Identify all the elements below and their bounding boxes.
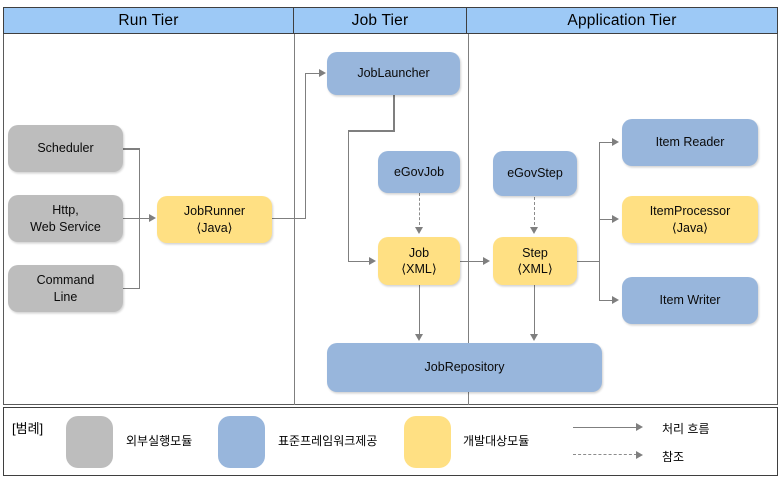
connector-scheduler-out: [123, 148, 140, 150]
node-jobrepository: JobRepository: [327, 343, 602, 392]
node-joblauncher: JobLauncher: [327, 52, 460, 95]
connector-to-itemprocessor: [599, 218, 613, 220]
connector-stepxml-repository: [533, 285, 535, 334]
tier-header-run-label: Run Tier: [118, 11, 179, 29]
legend-label-development-target: 개발대상모듈: [463, 434, 530, 448]
arrowhead-stepxml-repository: [530, 334, 538, 341]
node-item-processor: ItemProcessor ⟨Java⟩: [622, 196, 758, 243]
connector-joblauncher-vertical: [347, 130, 349, 261]
node-item-reader: Item Reader: [622, 119, 758, 166]
node-item-writer: Item Writer: [622, 277, 758, 324]
connector-to-itemwriter: [599, 299, 613, 301]
connector-jobrunner-up: [304, 73, 306, 219]
node-jobrunner: JobRunner ⟨Java⟩: [157, 196, 272, 243]
connector-into-jobxml: [348, 260, 370, 262]
node-command-line: Command Line: [8, 265, 123, 312]
tier-header-row: Run Tier Job Tier Application Tier: [3, 7, 778, 34]
legend-label-external-module: 외부실행모듈: [126, 434, 193, 448]
connector-commandline-out: [123, 287, 140, 289]
arrowhead-egovjob-jobxml: [415, 227, 423, 234]
legend-label-reference: 참조: [662, 450, 685, 464]
connector-jobxml-stepxml: [460, 260, 484, 262]
tier-header-job-label: Job Tier: [351, 11, 409, 29]
legend-swatch-development-target: [404, 416, 451, 468]
legend-dashed-arrow-line: [573, 454, 637, 455]
legend-label-process-flow: 처리 흐름: [662, 422, 710, 436]
legend-swatch-framework-provided: [218, 416, 265, 468]
connector-jobrunner-out: [272, 217, 306, 219]
arrowhead-into-stepxml: [483, 256, 490, 265]
arrowhead-into-jobrunner: [149, 213, 156, 222]
connector-branch-vertical: [598, 142, 600, 301]
arrowhead-into-itemprocessor: [612, 214, 619, 223]
node-scheduler: Scheduler: [8, 125, 123, 172]
legend-label-framework-provided: 표준프레임워크제공: [278, 434, 378, 448]
arrowhead-into-joblauncher: [319, 68, 326, 77]
legend-dashed-arrowhead: [636, 450, 643, 459]
connector-stepxml-out: [577, 260, 600, 262]
legend: [범례] 외부실행모듈 표준프레임워크제공 개발대상모듈 처리 흐름 참조: [3, 407, 778, 476]
connector-http-out: [123, 217, 150, 219]
divider-run-job: [294, 34, 295, 405]
tier-header-application: Application Tier: [466, 7, 778, 34]
legend-title: [범례]: [12, 421, 44, 436]
tier-header-run: Run Tier: [3, 7, 294, 34]
node-http-web-service: Http, Web Service: [8, 195, 123, 242]
arrowhead-egovstep-stepxml: [530, 227, 538, 234]
connector-to-joblauncher: [305, 72, 320, 74]
connector-to-itemreader: [599, 141, 613, 143]
node-egovstep: eGovStep: [493, 151, 577, 196]
connector-jobxml-repository: [418, 285, 420, 334]
arrowhead-into-jobxml: [369, 256, 376, 265]
arrowhead-into-itemreader: [612, 137, 619, 146]
tier-header-job: Job Tier: [292, 7, 468, 34]
arrowhead-jobxml-repository: [415, 334, 423, 341]
legend-solid-arrow-line: [573, 426, 637, 428]
node-job-xml: Job ⟨XML⟩: [378, 237, 460, 285]
connector-joblauncher-down: [393, 95, 395, 131]
node-step-xml: Step ⟨XML⟩: [493, 237, 577, 285]
divider-job-application: [468, 34, 469, 405]
reference-egovstep-stepxml: [533, 197, 535, 225]
legend-swatch-external-module: [66, 416, 113, 468]
tier-header-application-label: Application Tier: [567, 11, 677, 29]
arrowhead-into-itemwriter: [612, 295, 619, 304]
reference-egovjob-jobxml: [418, 193, 420, 225]
connector-joblauncher-elbow: [347, 130, 395, 132]
node-egovjob: eGovJob: [378, 151, 460, 193]
legend-solid-arrowhead: [636, 423, 643, 431]
